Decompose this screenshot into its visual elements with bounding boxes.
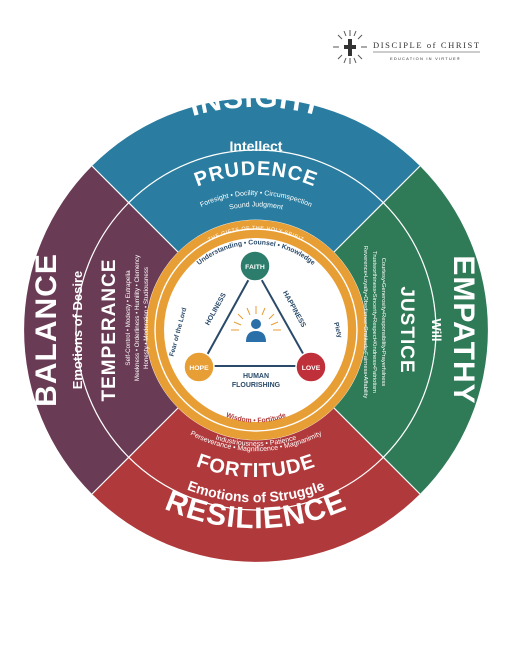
- gifts-right: Piety: [332, 322, 343, 339]
- temperance-parts-1: Self-Control • Modesty • Eutrapelia: [125, 270, 132, 366]
- temperance-title: TEMPERANCE: [99, 258, 120, 401]
- logo-tagline: EDUCATION IN VIRTUE®: [390, 56, 461, 61]
- faith-node: [239, 250, 271, 282]
- balance-subtitle: Emotions of Desire: [70, 271, 85, 389]
- justice-parts-2: Trustworthiness•Sincerity•Respect•Kindne…: [371, 251, 377, 393]
- center-label-2: FLOURISHING: [232, 382, 281, 389]
- love-label: LOVE: [302, 365, 321, 372]
- theological-triangle: HOLINESS HAPPINESS HUMAN FLOURISHING: [183, 250, 327, 389]
- insight-subtitle: Intellect: [230, 138, 283, 154]
- balance-title: BALANCE: [30, 253, 63, 407]
- empathy-subtitle: Will: [429, 319, 444, 342]
- human-person-icon: [231, 306, 281, 342]
- svg-text:Sound Judgment: Sound Judgment: [229, 201, 284, 211]
- temperance-parts-3: Honesty • Moderation • Studiousness: [143, 267, 150, 369]
- prudence-parts-2: Sound Judgment: [229, 201, 284, 211]
- sector-temperance: [76, 203, 178, 457]
- gifts-ring-line: [154, 228, 358, 432]
- justice-title: JUSTICE: [396, 286, 417, 373]
- center-label-1: HUMAN: [243, 373, 269, 380]
- justice-parts-1: Courtesy•Generosity•Responsibility•Praye…: [380, 258, 386, 387]
- logo-brand: DISCIPLE of CHRIST: [373, 40, 481, 50]
- sun-cross-emblem-icon: [333, 30, 367, 64]
- temperance-parts-2: Meekness • Orderliness • Humility • Clem…: [134, 254, 141, 381]
- logo: DISCIPLE of CHRIST EDUCATION IN VIRTUE®: [333, 30, 481, 64]
- hope-node: [183, 351, 215, 383]
- sector-justice: [334, 203, 436, 457]
- love-node: [295, 351, 327, 383]
- hope-label: HOPE: [189, 365, 209, 372]
- justice-parts-3: Reverence•Loyalty•Obedience•Gratitude•Fa…: [362, 246, 368, 399]
- ring-separators: [75, 149, 437, 511]
- sector-prudence: [129, 150, 383, 252]
- virtue-ring: [76, 150, 436, 510]
- empathy-title: EMPATHY: [447, 255, 480, 404]
- sector-fortitude: [129, 408, 383, 510]
- faith-label: FAITH: [245, 264, 265, 271]
